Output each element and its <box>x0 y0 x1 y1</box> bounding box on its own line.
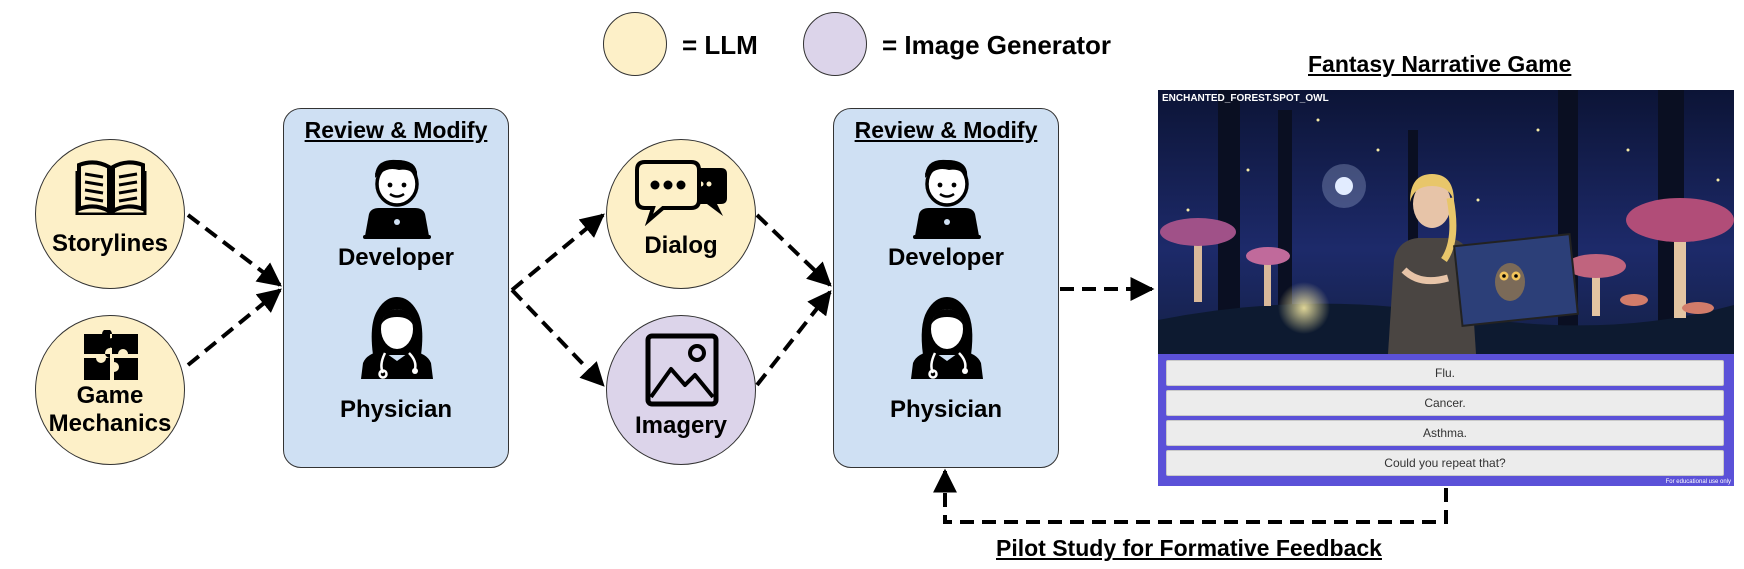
puzzle-icon <box>84 330 138 380</box>
scene-label: ENCHANTED_FOREST.SPOT_OWL <box>1162 93 1329 104</box>
image-icon <box>645 333 719 407</box>
legend-image-generator-swatch <box>803 12 867 76</box>
storylines-label: Storylines <box>51 230 169 257</box>
footnote: For educational use only <box>1665 479 1731 485</box>
legend-llm-swatch <box>603 12 667 76</box>
game-mechanics-label-line1: Game <box>76 382 144 409</box>
forest-scene-image <box>1158 90 1734 354</box>
arrow-storylines-to-review <box>186 213 282 287</box>
game-scene: ENCHANTED_FOREST.SPOT_OWL <box>1158 90 1734 354</box>
physician-icon <box>911 297 983 379</box>
arrow-review-to-imagery <box>510 288 605 387</box>
arrow-review-to-dialog <box>510 213 605 292</box>
physician-label: Physician <box>889 396 1003 423</box>
game-mechanics-label-line2: Mechanics <box>48 410 172 437</box>
imagery-node: Imagery <box>606 315 756 465</box>
option-button[interactable]: Asthma. <box>1166 420 1724 446</box>
review-panel-title: Review & Modify <box>854 117 1038 143</box>
owl-inset <box>1453 233 1579 327</box>
storylines-node: Storylines <box>35 139 185 289</box>
imagery-label: Imagery <box>634 412 728 439</box>
arrow-mechanics-to-review <box>186 288 282 367</box>
arrow-dialog-to-review <box>755 213 832 287</box>
dialog-node: Dialog <box>606 139 756 289</box>
legend-llm-label: = LLM <box>682 30 758 60</box>
option-button[interactable]: Could you repeat that? <box>1166 450 1724 476</box>
physician-icon <box>361 297 433 379</box>
arrow-imagery-to-review <box>755 290 832 387</box>
feedback-label: Pilot Study for Formative Feedback <box>996 535 1382 561</box>
review-panel-2: Review & Modify Developer Physician <box>833 108 1059 468</box>
arrow-feedback-loop <box>933 468 1448 524</box>
speech-bubbles-icon <box>635 160 727 226</box>
game-mechanics-node: Game Mechanics <box>35 315 185 465</box>
option-button[interactable]: Cancer. <box>1166 390 1724 416</box>
book-icon <box>75 160 147 215</box>
developer-icon <box>363 159 431 239</box>
developer-label: Developer <box>337 244 455 271</box>
physician-label: Physician <box>339 396 453 423</box>
dialog-label: Dialog <box>644 232 718 259</box>
legend-image-generator-label: = Image Generator <box>882 30 1112 60</box>
developer-label: Developer <box>887 244 1005 271</box>
review-panel-title: Review & Modify <box>304 117 488 143</box>
game-title: Fantasy Narrative Game <box>1308 51 1572 77</box>
game-screenshot: ENCHANTED_FOREST.SPOT_OWL Flu. Cancer. A… <box>1158 90 1734 486</box>
developer-icon <box>913 159 981 239</box>
option-button[interactable]: Flu. <box>1166 360 1724 386</box>
character-figure <box>1388 174 1476 354</box>
dialog-options-panel: Flu. Cancer. Asthma. Could you repeat th… <box>1158 354 1734 486</box>
review-panel-1: Review & Modify Developer Physician <box>283 108 509 468</box>
